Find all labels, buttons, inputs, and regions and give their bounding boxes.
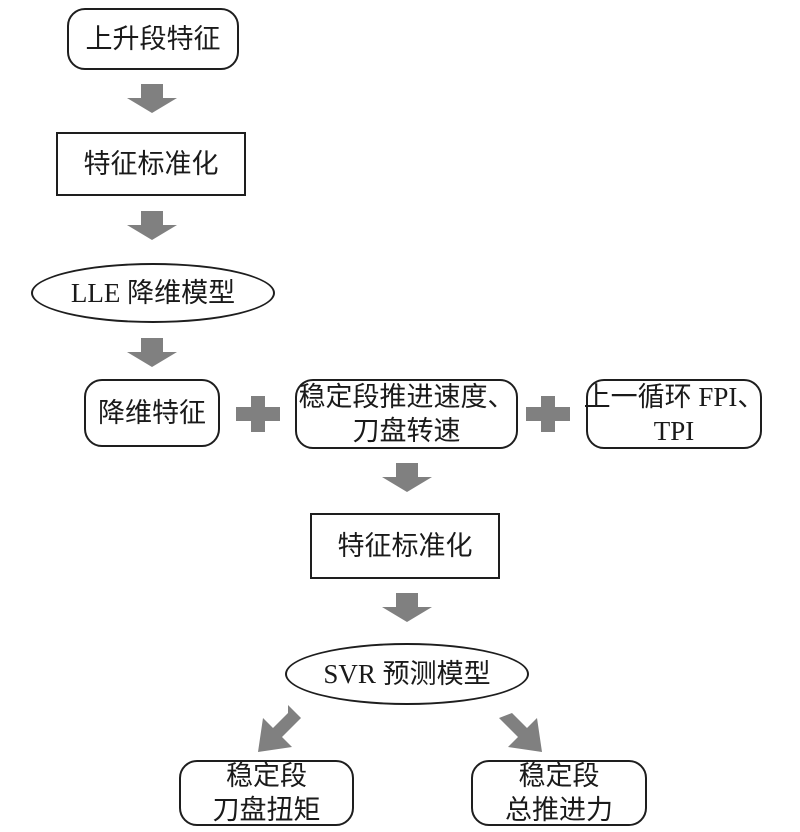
node-svr-model: SVR 预测模型 (285, 643, 529, 705)
node-rise-features: 上升段特征 (67, 8, 239, 70)
arrow-down-4 (382, 463, 432, 492)
plus-icon-2 (526, 396, 570, 432)
arrow-diagonal-right (499, 713, 542, 752)
node-standardize-1-label: 特征标准化 (83, 149, 219, 179)
node-reduced-features: 降维特征 (84, 379, 220, 447)
arrow-down-3 (127, 338, 177, 367)
node-prev-cycle-line-2: TPI (653, 416, 695, 446)
node-standardize-2: 特征标准化 (310, 513, 500, 579)
node-output-torque-line-2: 刀盘扭矩 (212, 795, 321, 825)
node-reduced-features-label: 降维特征 (98, 398, 206, 428)
node-rise-features-label: 上升段特征 (85, 24, 221, 54)
node-prev-cycle: 上一循环 FPI、 TPI (583, 379, 765, 449)
node-standardize-2-label: 特征标准化 (337, 531, 473, 561)
node-output-torque: 稳定段 刀盘扭矩 (179, 760, 354, 826)
node-output-torque-line-1: 稳定段 (226, 761, 307, 791)
node-prev-cycle-line-1: 上一循环 FPI、 (583, 382, 765, 412)
node-lle-model: LLE 降维模型 (31, 263, 275, 323)
node-output-thrust: 稳定段 总推进力 (471, 760, 647, 826)
node-svr-model-label: SVR 预测模型 (323, 659, 491, 689)
node-stable-speed: 稳定段推进速度、 刀盘转速 (295, 379, 518, 449)
arrow-down-1 (127, 84, 177, 113)
node-standardize-1: 特征标准化 (56, 132, 246, 196)
node-output-thrust-line-2: 总推进力 (505, 795, 613, 825)
node-lle-model-label: LLE 降维模型 (70, 278, 236, 308)
arrow-down-2 (127, 211, 177, 240)
arrow-down-5 (382, 593, 432, 622)
plus-icon-1 (236, 396, 280, 432)
node-stable-speed-line-2: 刀盘转速 (352, 416, 461, 446)
node-stable-speed-line-1: 稳定段推进速度、 (298, 382, 515, 412)
node-output-thrust-line-1: 稳定段 (518, 761, 600, 791)
arrow-diagonal-left (258, 705, 301, 752)
